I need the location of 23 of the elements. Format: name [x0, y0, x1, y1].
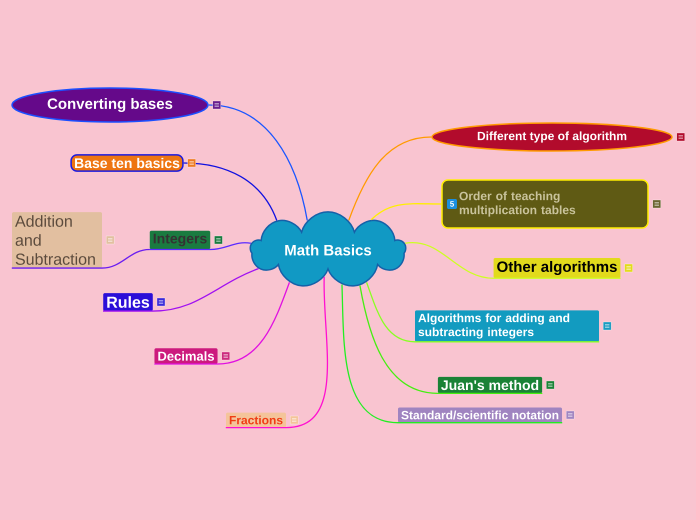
topic-box: Algorithms for adding and subtracting integers [415, 310, 599, 342]
branch-line [150, 242, 251, 250]
branch-line [103, 268, 259, 312]
branch-line [208, 104, 308, 220]
branch-line [366, 282, 600, 342]
topic-box: Base ten basics [70, 154, 184, 172]
branch-line [359, 285, 542, 394]
topic-box: Decimals [154, 348, 218, 364]
topic-box: Standard/scientific notation [398, 408, 562, 422]
branch-line [154, 282, 290, 365]
topic-box: Other algorithms [494, 258, 620, 278]
branch-line [341, 284, 562, 424]
branch-line [370, 203, 442, 220]
topic-box: Addition and Subtraction [12, 212, 102, 268]
branch-line [348, 136, 432, 221]
branch-line [184, 162, 278, 221]
central-topic-cloud: Math Basics [250, 211, 406, 287]
topic-box: Integers [150, 230, 210, 250]
branch-line [405, 242, 621, 279]
topic-box: Fractions [226, 412, 286, 428]
topic-box: Rules [103, 293, 153, 311]
branch-line [226, 277, 328, 428]
branch-line [12, 248, 150, 269]
